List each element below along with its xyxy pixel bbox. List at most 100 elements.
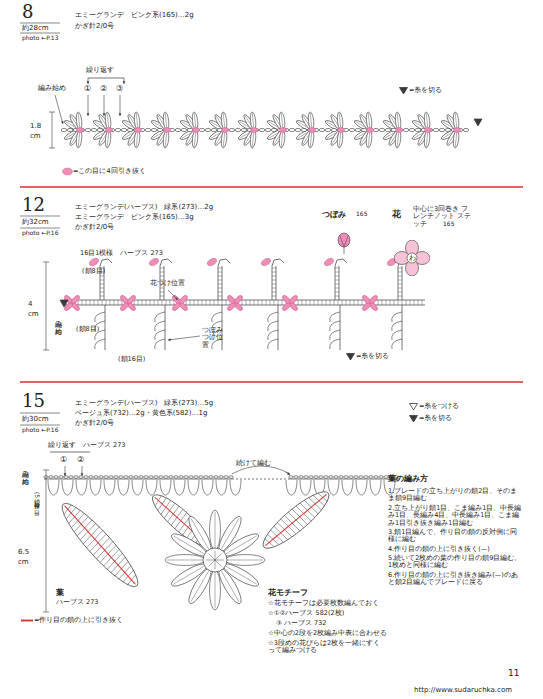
leaf-outline: [257, 485, 335, 556]
chain-stitch: [289, 476, 293, 479]
center-stitch: [215, 560, 224, 561]
chain-stitch: [104, 476, 108, 479]
petal-loop: [221, 530, 261, 560]
chain-stitch: [144, 476, 148, 479]
braid-15: [43, 452, 400, 612]
chain-tick: [398, 296, 402, 297]
dimension: cm: [30, 132, 41, 140]
arch-loop: [188, 480, 199, 495]
legend-text: =糸を切る: [419, 415, 452, 422]
chain-stitch: [354, 476, 358, 479]
chain-tick: [322, 300, 323, 305]
leaf-stitch: [392, 312, 402, 322]
chain-stitch: [339, 476, 343, 479]
chain-tick: [100, 288, 104, 289]
chain-stitch: [164, 476, 168, 479]
chain-stitch: [331, 128, 337, 131]
annotation-text: つぼみ: [322, 210, 346, 219]
arch-loop: [202, 480, 213, 495]
chain-tick: [270, 300, 271, 305]
chain-tick: [226, 300, 227, 305]
slip-stitch-mark: [396, 128, 403, 133]
note: ☆①②ハーブス 582(2枚): [268, 610, 344, 617]
annotation-text: photo ←P.13: [22, 35, 58, 42]
chain-tick: [254, 300, 255, 305]
chain-stitch: [319, 476, 323, 479]
stitch-line: [402, 305, 403, 350]
annotation-text: 約32cm: [22, 218, 49, 226]
chain-stitch: [54, 476, 58, 479]
bud-mark: [260, 257, 272, 267]
chain-stitch: [359, 476, 363, 479]
repeat-bracket: [88, 78, 124, 79]
chain-tick: [218, 268, 222, 269]
chain-tick: [100, 276, 104, 277]
leaf-motif: [54, 496, 145, 594]
leaf-stitch: [392, 321, 402, 331]
legend-swatch: [62, 167, 73, 176]
legend-swatch: [20, 616, 34, 625]
picot-loop: [100, 259, 112, 266]
callout-number: ③: [116, 84, 123, 93]
chain-tick: [222, 300, 223, 305]
bud-shape: [338, 233, 350, 247]
stitch-line: [218, 266, 219, 300]
slip-stitch-mark: [425, 128, 432, 133]
arch-loop: [146, 480, 157, 495]
chain-tick: [190, 300, 191, 305]
arch-loop: [48, 480, 59, 495]
picot-loop: [218, 259, 230, 266]
chain-tick: [100, 292, 104, 293]
flower-center: [203, 548, 227, 572]
leaf-stitch: [212, 312, 222, 322]
petal-loop: [210, 570, 221, 610]
leader-line: [168, 290, 178, 300]
arch-loop: [370, 480, 381, 495]
annotation-text: つぼみ つけ位置: [202, 327, 228, 349]
chain-stitch: [151, 128, 157, 131]
chain-stitch: [115, 128, 121, 131]
chain-tick: [398, 280, 402, 281]
slip-stitch-mark: [193, 128, 200, 133]
chain-tick: [250, 300, 251, 305]
slip-stitch-mark: [222, 128, 229, 133]
legend-swatch: [398, 86, 409, 95]
picot-loop: [272, 259, 284, 266]
chain-tick: [246, 300, 247, 305]
chain-stitch: [369, 476, 373, 479]
chain-tick: [272, 288, 276, 289]
chain-stitch: [157, 128, 163, 131]
chain-tick: [272, 296, 276, 297]
instruction-step: 2.立ち上がり鎖1目、こま編み1目、中長編み1目、長編み4目、中長編み1目、こま…: [388, 505, 524, 527]
chain-stitch: [199, 476, 203, 479]
chain-tick: [218, 280, 222, 281]
stitch-line: [165, 305, 166, 350]
stitch-line: [340, 236, 344, 247]
chain-tick: [378, 300, 379, 305]
slip-stitch-line: [265, 494, 326, 545]
chain-stitch: [89, 476, 93, 479]
chain-tick: [402, 300, 403, 305]
annotation-text: 約30cm: [22, 415, 49, 423]
chain-tick: [346, 300, 347, 305]
chain-tick: [272, 284, 276, 285]
page-number: 11: [508, 668, 519, 678]
chain-stitch: [373, 128, 379, 131]
header-rule: [20, 33, 60, 34]
stitch-line: [276, 266, 277, 300]
braid-12: [43, 257, 425, 350]
chain-tick: [342, 300, 343, 305]
leaf-stitch: [95, 339, 105, 349]
legend-item: =糸を切る: [345, 352, 389, 361]
chain-tick: [106, 300, 107, 305]
petal-stitch: [215, 572, 216, 608]
dimension: cm: [18, 558, 29, 566]
annotation-text: photo ←P.16: [22, 427, 58, 434]
chain-tick: [100, 284, 104, 285]
petal-loop: [225, 555, 265, 566]
chain-stitch: [259, 128, 265, 131]
stitch-line: [344, 247, 345, 254]
instruction-step: 6.作り目の鎖の上に引き抜き編み(—)のあと鎖2目編んでブレードに戻る: [388, 572, 524, 587]
chain-tick: [410, 300, 411, 305]
chain-stitch: [229, 476, 233, 479]
